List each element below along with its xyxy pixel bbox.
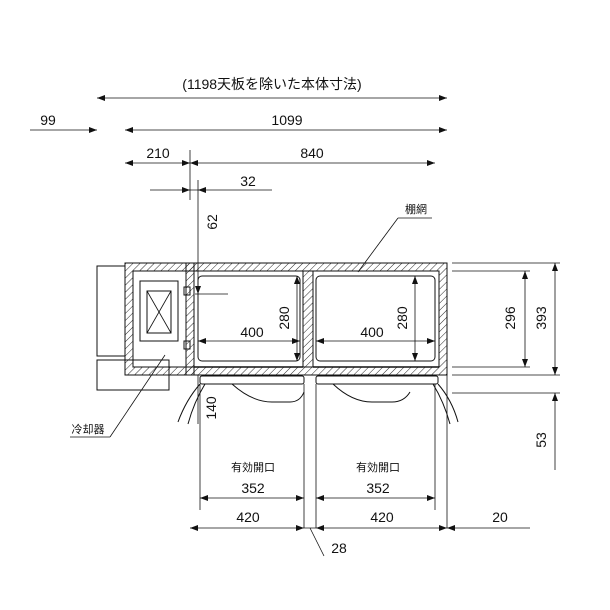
dim-99-label: 99	[40, 112, 56, 128]
dim-352-left-label: 352	[241, 480, 265, 496]
dim-210-label: 210	[146, 145, 170, 161]
dim-400-left-label: 400	[240, 324, 264, 340]
dim-140-label: 140	[203, 396, 219, 420]
dim-lines-352	[200, 495, 435, 501]
dim-lines-right	[452, 262, 560, 470]
dim-420-left-label: 420	[236, 509, 260, 525]
dim-lines-inner	[198, 276, 435, 361]
dim-line-840	[125, 150, 435, 200]
dim-32-label: 32	[240, 173, 256, 189]
dim-840-label: 840	[300, 145, 324, 161]
dim-62-label: 62	[204, 214, 220, 230]
dim-lines-420	[190, 525, 530, 531]
cooler-leader	[70, 354, 166, 438]
condensing-unit	[96, 265, 191, 391]
cooler-label: 冷却器	[72, 423, 105, 436]
dim-1099-label: 1099	[271, 112, 302, 128]
dim-393-label: 393	[533, 306, 549, 330]
dim-28-leader	[309, 527, 325, 557]
dim-420-right-label: 420	[370, 509, 394, 525]
body-dimension-note: (1198天板を除いた本体寸法)	[182, 76, 361, 92]
dim-280-left-label: 280	[276, 306, 292, 330]
opening-label-left: 有効開口	[231, 460, 275, 474]
dim-400-right-label: 400	[360, 324, 384, 340]
doors	[177, 375, 459, 528]
dim-line-title	[97, 95, 447, 101]
dim-296-label: 296	[502, 306, 518, 330]
dim-28-label: 28	[331, 540, 347, 556]
dim-line-32	[150, 187, 272, 193]
shelf-net-label: 棚網	[405, 202, 427, 216]
opening-label-right: 有効開口	[356, 460, 400, 474]
dim-352-right-label: 352	[366, 480, 390, 496]
dim-line-62	[195, 180, 228, 295]
cabinet-body	[124, 262, 448, 376]
dim-280-right-label: 280	[394, 306, 410, 330]
dim-line-1099	[30, 127, 447, 133]
dim-53-label: 53	[533, 432, 549, 448]
dim-20-label: 20	[492, 509, 508, 525]
